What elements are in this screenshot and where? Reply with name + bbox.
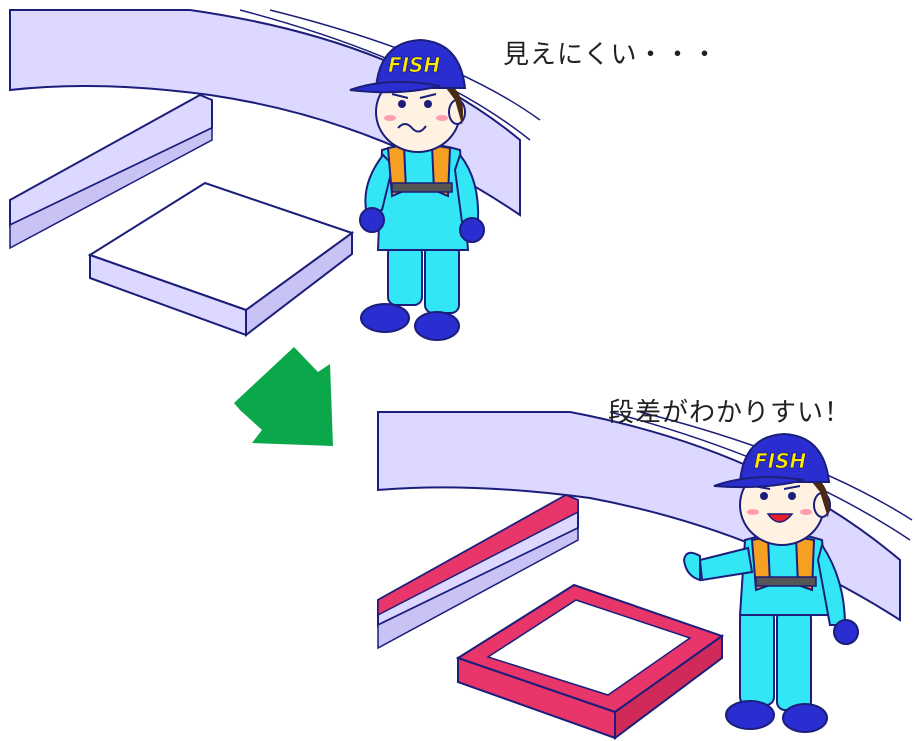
worker-confused: FISH (349, 38, 485, 341)
cap-icon (738, 432, 831, 483)
pointing-hand-icon (682, 551, 701, 582)
worker-pointing: FISH (682, 432, 859, 733)
step-red-edge (377, 494, 579, 617)
cap-logo-text: FISH (388, 53, 441, 77)
hatch-inner-after (486, 599, 692, 696)
shoe-icon (725, 700, 775, 730)
cap-logo-text: FISH (754, 449, 807, 473)
cap-icon (374, 38, 467, 89)
step-side-before (9, 126, 213, 250)
arrow-icon (234, 347, 333, 446)
after-panel: FISH (377, 411, 913, 740)
step-side-after (377, 526, 579, 650)
before-panel: FISH (9, 9, 541, 341)
hatch-right-after (614, 634, 723, 740)
shoe-icon (782, 703, 828, 733)
caption-hard-to-see: 見えにくい・・・ (503, 40, 719, 70)
glove-icon (833, 619, 859, 645)
shoe-icon (414, 311, 460, 341)
glove-icon (459, 217, 485, 243)
caption-step-visible: 段差がわかりすい！ (608, 398, 852, 428)
glove-icon (359, 207, 385, 233)
shoe-icon (360, 303, 410, 333)
hatch-right-before (245, 231, 353, 338)
step-top-before (9, 93, 213, 227)
